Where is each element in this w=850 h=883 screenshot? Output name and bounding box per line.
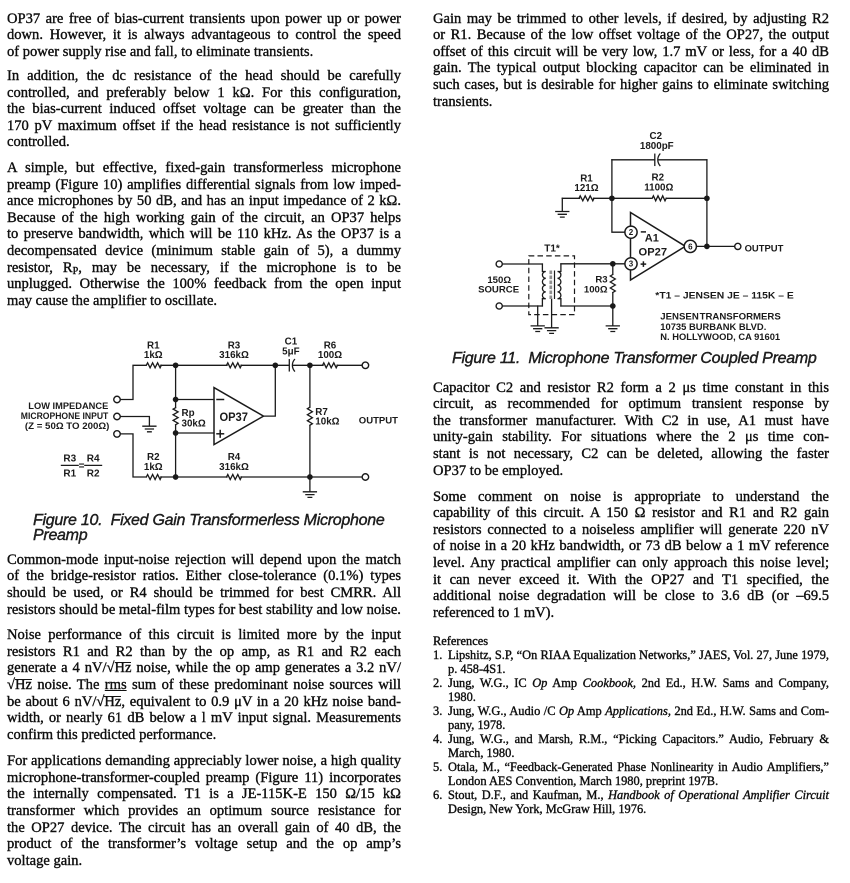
- svg-text:R6: R6: [324, 340, 337, 351]
- svg-text:A1: A1: [645, 232, 659, 244]
- svg-text:LOW IMPEDANCE: LOW IMPEDANCE: [28, 401, 108, 411]
- svg-text:*T1 – JENSEN JE – 115K – E: *T1 – JENSEN JE – 115K – E: [655, 291, 794, 302]
- svg-text:1100Ω: 1100Ω: [644, 182, 673, 193]
- svg-text:1kΩ: 1kΩ: [144, 462, 163, 473]
- svg-text:316kΩ: 316kΩ: [219, 350, 249, 361]
- svg-text:MICROPHONE INPUT: MICROPHONE INPUT: [21, 411, 109, 421]
- svg-text:R4: R4: [87, 453, 100, 464]
- svg-text:6: 6: [688, 242, 693, 251]
- svg-text:SOURCE: SOURCE: [478, 285, 520, 296]
- svg-text:Rp: Rp: [182, 408, 195, 419]
- svg-text:N. HOLLYWOOD, CA 91601: N. HOLLYWOOD, CA 91601: [660, 332, 780, 342]
- svg-text:316kΩ: 316kΩ: [219, 462, 249, 473]
- svg-text:C1: C1: [285, 337, 298, 348]
- svg-text:JENSEN TRANSFORMERS: JENSEN TRANSFORMERS: [660, 312, 781, 322]
- svg-text:1kΩ: 1kΩ: [144, 350, 163, 361]
- svg-text:R1: R1: [580, 174, 593, 185]
- svg-text:R3: R3: [228, 340, 241, 351]
- svg-text:3: 3: [629, 260, 634, 269]
- svg-text:(Z = 50Ω TO 200Ω): (Z = 50Ω TO 200Ω): [25, 421, 110, 431]
- svg-text:R2: R2: [652, 173, 665, 184]
- svg-text:1800pF: 1800pF: [640, 141, 674, 152]
- svg-text:R3: R3: [63, 453, 76, 464]
- svg-text:121Ω: 121Ω: [574, 183, 598, 194]
- svg-text:=: =: [79, 461, 85, 472]
- svg-text:2: 2: [629, 228, 634, 237]
- svg-text:R1: R1: [147, 340, 160, 351]
- svg-text:T1*: T1*: [544, 243, 560, 254]
- svg-text:C2: C2: [650, 131, 663, 142]
- svg-text:R3: R3: [595, 274, 607, 285]
- svg-text:OP37: OP37: [219, 410, 248, 424]
- svg-text:10kΩ: 10kΩ: [315, 417, 339, 428]
- svg-text:150Ω: 150Ω: [487, 275, 511, 286]
- svg-text:R4: R4: [228, 452, 241, 463]
- svg-text:10735 BURBANK BLVD.: 10735 BURBANK BLVD.: [660, 322, 766, 332]
- svg-text:30kΩ: 30kΩ: [182, 418, 206, 429]
- svg-text:5μF: 5μF: [282, 346, 299, 357]
- svg-text:R2: R2: [147, 452, 160, 463]
- svg-text:R1: R1: [63, 468, 76, 479]
- svg-text:100Ω: 100Ω: [584, 285, 608, 296]
- svg-text:100Ω: 100Ω: [318, 350, 342, 361]
- svg-text:OUTPUT: OUTPUT: [359, 414, 398, 425]
- svg-text:R2: R2: [87, 468, 100, 479]
- svg-text:OUTPUT: OUTPUT: [745, 242, 784, 253]
- svg-text:R7: R7: [315, 407, 328, 418]
- svg-text:OP27: OP27: [639, 246, 668, 258]
